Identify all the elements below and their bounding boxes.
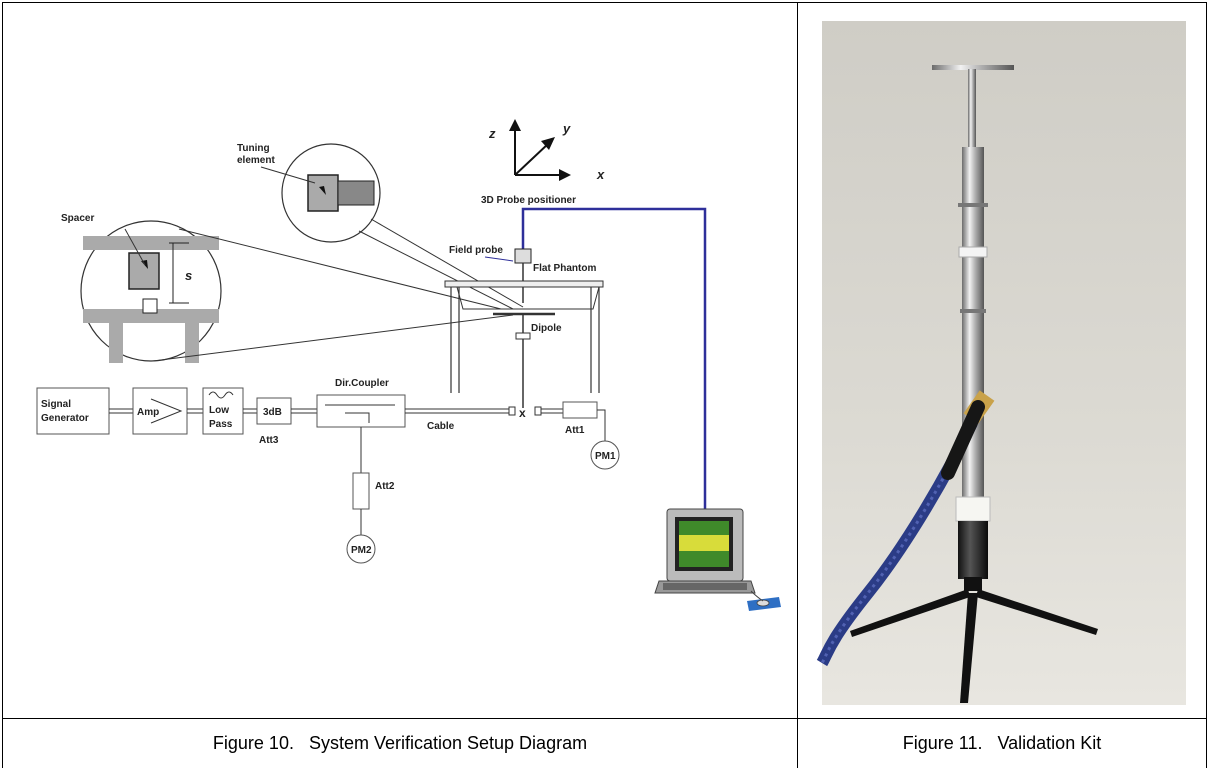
lowpass-wave-icon <box>208 391 234 399</box>
label-field-probe: Field probe <box>449 245 503 256</box>
coupler-line-branch <box>345 412 370 423</box>
axis-z-label: z <box>488 126 496 141</box>
att1-wire <box>597 409 606 441</box>
photo-cell <box>797 2 1207 719</box>
t-handle-stem <box>968 69 976 149</box>
tube-joint-1 <box>958 203 988 207</box>
label-s: s <box>185 268 192 283</box>
tuning-element-rod <box>337 180 375 206</box>
label-att1: Att1 <box>565 425 585 436</box>
tube-joint-3 <box>960 309 986 313</box>
label-att2: Att2 <box>375 481 395 492</box>
label-dir-coupler: Dir.Coupler <box>335 378 389 389</box>
spacer-detail <box>83 236 219 363</box>
system-verification-diagram: Tuning element Spacer s <box>36 119 781 611</box>
t-handle-bar <box>932 65 1014 70</box>
axis-y-label: y <box>562 121 571 136</box>
dir-coupler-box <box>316 394 406 428</box>
cable-braid <box>820 422 974 664</box>
lowpass-box <box>202 387 244 435</box>
label-lowpass-1: Low <box>209 405 229 416</box>
spacer-leader <box>124 228 146 266</box>
label-att3: Att3 <box>259 435 279 446</box>
att3-box <box>256 397 292 425</box>
figure-10-caption: Figure 10. System Verification Setup Dia… <box>2 718 798 768</box>
tuning-zoom-line-2 <box>370 218 524 308</box>
cable-strain-relief <box>941 400 985 480</box>
spacer-zoom-line-2 <box>152 314 514 362</box>
flat-phantom <box>444 280 604 393</box>
label-spacer: Spacer <box>61 213 94 224</box>
tripod <box>850 577 1098 703</box>
validation-kit-photo <box>816 21 1186 705</box>
computer-icon <box>654 508 781 611</box>
label-tuning-1: Tuning <box>237 143 270 154</box>
att2-box <box>352 472 370 510</box>
diagram-cell: Tuning element Spacer s <box>2 2 798 719</box>
label-amp: Amp <box>137 407 159 418</box>
label-dipole: Dipole <box>531 323 562 334</box>
tuning-element-block <box>307 174 339 212</box>
figure-11-caption-text: Figure 11. Validation Kit <box>902 733 1102 753</box>
white-spacer <box>955 496 991 522</box>
tube-joint-2 <box>958 246 988 258</box>
spacer-zoom-line-1 <box>178 228 502 310</box>
label-pm2: PM2 <box>351 545 372 556</box>
label-tuning-2: element <box>237 155 275 166</box>
tuning-leader <box>260 166 316 184</box>
label-lowpass-2: Pass <box>209 419 233 430</box>
att1-box <box>562 401 598 419</box>
label-signal-2: Generator <box>41 413 89 424</box>
pm1-meter <box>590 440 620 470</box>
signal-generator-box <box>36 387 110 435</box>
label-flat-phantom: Flat Phantom <box>533 263 596 274</box>
label-connector-x: x <box>519 406 526 420</box>
positioner-cable <box>521 207 707 515</box>
amp-triangle-icon <box>150 398 183 424</box>
label-cable: Cable <box>427 421 455 432</box>
cable-connector <box>508 406 516 416</box>
label-probe-positioner: 3D Probe positioner <box>481 195 576 206</box>
pm2-meter <box>346 534 376 564</box>
amp-box <box>132 387 188 435</box>
axis-x-label: x <box>596 167 605 182</box>
tuning-pointer-icon <box>319 186 326 195</box>
coordinate-axes <box>509 119 571 181</box>
tuning-zoom-line-1 <box>358 230 514 310</box>
photo-background <box>822 21 1186 705</box>
label-pm1: PM1 <box>595 451 616 462</box>
label-3db: 3dB <box>263 407 282 418</box>
figure-11-caption: Figure 11. Validation Kit <box>797 718 1207 768</box>
field-probe-leader <box>484 256 514 262</box>
dipole-spacer <box>515 332 531 340</box>
black-sleeve <box>958 521 988 579</box>
field-probe-head <box>514 248 532 264</box>
figure-10-caption-text: Figure 10. System Verification Setup Dia… <box>212 733 588 753</box>
label-signal-1: Signal <box>41 399 71 410</box>
connector-right <box>534 406 542 416</box>
